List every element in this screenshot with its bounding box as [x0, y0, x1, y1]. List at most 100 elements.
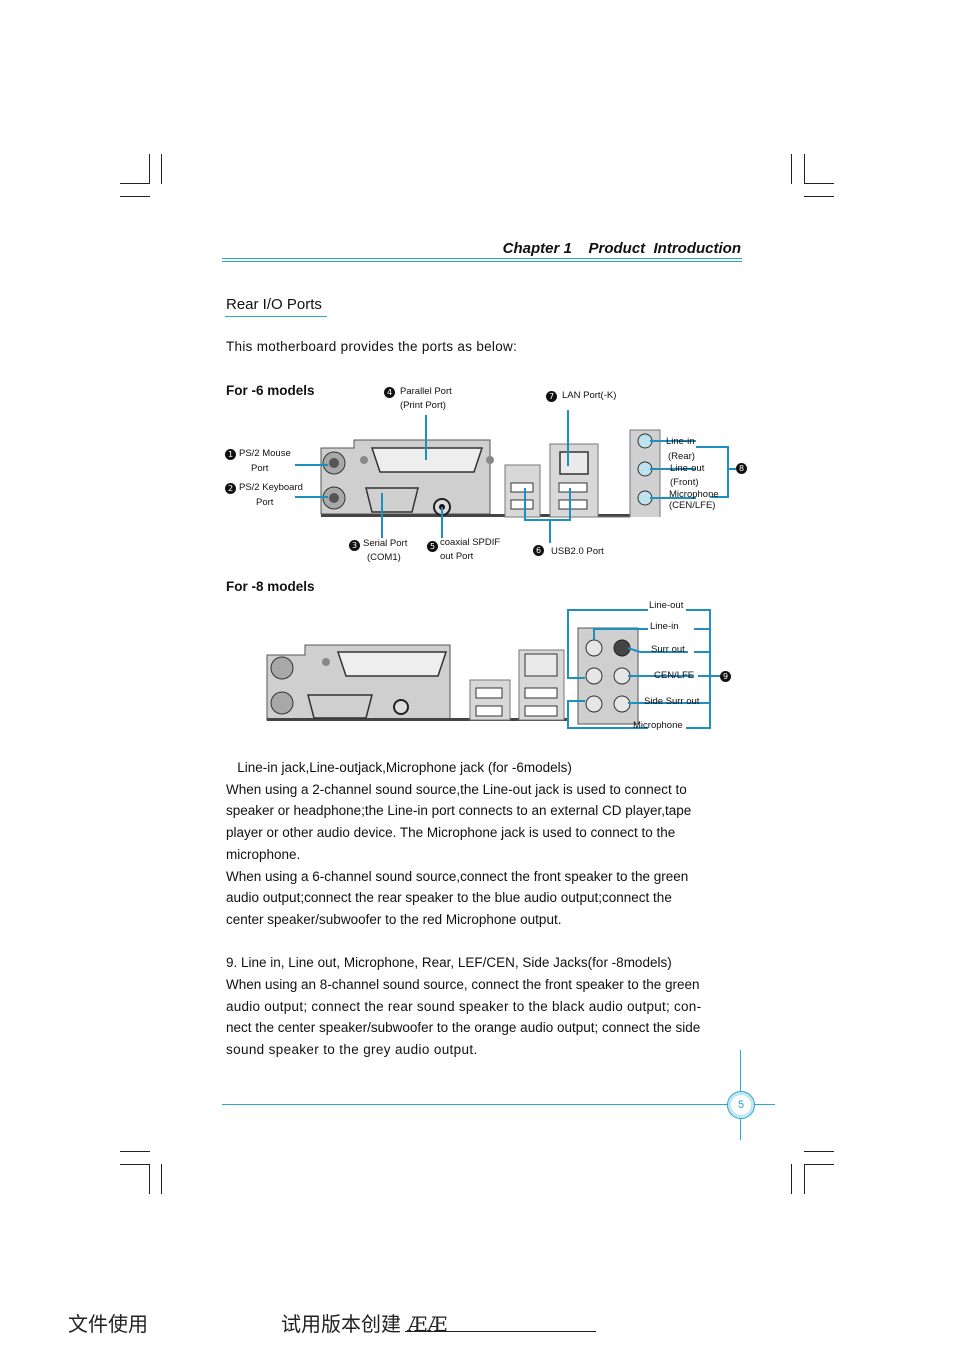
serial-port	[307, 694, 373, 719]
audio-jack	[637, 433, 653, 449]
crop-mark	[804, 196, 834, 197]
paragraph-title: 9. Line in, Line out, Microphone, Rear, …	[226, 955, 672, 971]
parallel-port-label: (Print Port)	[400, 400, 446, 411]
crop-mark	[120, 1164, 150, 1165]
crop-mark	[804, 154, 805, 184]
serial-port-label: Serial Port	[363, 538, 408, 549]
audio-label: Line-out	[649, 600, 684, 611]
lan-port	[559, 451, 589, 475]
serial-port	[365, 487, 419, 513]
callout-number: 5	[427, 541, 438, 552]
audio-jack	[585, 695, 603, 713]
usb-port	[475, 705, 503, 717]
ps2-mouse-label: Port	[251, 463, 269, 474]
audio-label: Surr out	[651, 644, 685, 655]
audio-label: Side Surr out	[644, 696, 700, 707]
callout-lines	[295, 410, 736, 543]
audio-label: Line-in	[650, 621, 679, 632]
usb-port	[558, 482, 588, 493]
audio-label: (Front)	[670, 477, 699, 488]
audio-label: Line-out	[670, 463, 705, 474]
audio-label: CEN/LFE	[654, 670, 695, 681]
crop-mark	[120, 196, 150, 197]
paragraph-line: microphone.	[226, 846, 301, 862]
crop-mark	[804, 1164, 834, 1165]
lan-port-label: LAN Port(-K)	[562, 390, 617, 401]
paragraph-line: audio output;connect the rear speaker to…	[226, 890, 672, 906]
callout-number: 6	[533, 545, 544, 556]
callout-number: 9	[720, 671, 731, 682]
paragraph-line: When using a 2-channel sound source,the …	[226, 781, 687, 797]
crop-mark	[149, 1164, 150, 1194]
lan-port	[524, 653, 558, 677]
header-rule	[222, 261, 742, 262]
usb-port-label: USB2.0 Port	[551, 546, 604, 557]
crop-mark	[149, 154, 150, 184]
audio-label: Microphone	[669, 489, 719, 500]
audio-label: Microphone	[633, 720, 683, 731]
body-text: Line-in jack,Line-outjack,Microphone jac…	[226, 757, 756, 1061]
callout-number: 4	[384, 387, 395, 398]
usb-port	[510, 482, 534, 493]
crop-mark	[791, 1164, 792, 1194]
audio-label: (CEN/LFE)	[669, 500, 716, 511]
footer-right-text: 试用版本创建 ÆÆ	[281, 1312, 448, 1336]
usb-port	[475, 687, 503, 699]
page-rule	[222, 1104, 775, 1105]
crop-mark	[161, 154, 162, 184]
crop-mark	[791, 154, 792, 184]
chapter-header: Chapter 1 Product Introduction	[502, 240, 741, 257]
paragraph-line: audio output; connect the rear sound spe…	[226, 998, 702, 1014]
crop-mark	[120, 183, 150, 184]
crop-mark	[804, 1151, 834, 1152]
serial-port-label: (COM1)	[367, 552, 401, 563]
spdif-label: coaxial SPDIF	[440, 537, 501, 548]
ps2-keyboard-label: Port	[256, 497, 274, 508]
rear-io-diagram-8	[266, 609, 720, 729]
spdif-label: out Port	[440, 551, 474, 562]
intro-text: This motherboard provides the ports as b…	[226, 339, 518, 354]
ps2-keyboard-label: PS/2 Keyboard	[239, 482, 303, 493]
audio-jack	[637, 490, 653, 506]
ps2-keyboard-port	[270, 691, 294, 715]
spdif-port	[393, 699, 409, 715]
audio-label: (Rear)	[668, 451, 695, 462]
footer-rule	[405, 1331, 596, 1332]
usb-port	[558, 499, 588, 510]
audio-jack	[585, 667, 603, 685]
usb-port	[524, 705, 558, 717]
crop-mark	[161, 1164, 162, 1194]
paragraph-line: player or other audio device. The Microp…	[226, 825, 676, 841]
audio-jack	[585, 639, 603, 657]
audio-jack	[613, 695, 631, 713]
callout-number: 1	[225, 449, 236, 460]
crop-mark	[804, 183, 834, 184]
paragraph-line: speaker or headphone;the Line-in port co…	[226, 803, 692, 819]
paragraph-line: When using a 6-channel sound source,conn…	[226, 868, 689, 884]
ps2-mouse-port	[270, 656, 294, 680]
callout-number: 8	[736, 463, 747, 474]
paragraph-title: Line-in jack,Line-outjack,Microphone jac…	[226, 760, 572, 775]
model-6-label: For -6 models	[226, 383, 315, 398]
audio-jack	[613, 639, 631, 657]
paragraph-line: When using an 8-channel sound source, co…	[226, 977, 700, 993]
ps2-mouse-label: PS/2 Mouse	[239, 448, 291, 459]
parallel-port-label: Parallel Port	[400, 386, 452, 397]
audio-jack	[613, 667, 631, 685]
model-8-label: For -8 models	[226, 579, 315, 594]
page-number: 5	[727, 1091, 755, 1119]
footer-left-text: 文件使用	[68, 1312, 148, 1336]
usb-port	[524, 687, 558, 699]
section-underline	[225, 316, 327, 317]
callout-lines	[567, 609, 720, 729]
rear-io-diagram-6	[295, 410, 736, 543]
crop-mark	[120, 1151, 150, 1152]
usb-port	[510, 499, 534, 510]
paragraph-line: sound speaker to the grey audio output.	[226, 1042, 478, 1058]
callout-number: 7	[546, 391, 557, 402]
parallel-port	[336, 651, 448, 677]
crop-mark	[804, 1164, 805, 1194]
paragraph-line: center speaker/subwoofer to the red Micr…	[226, 911, 562, 927]
paragraph-line: nect the center speaker/subwoofer to the…	[226, 1020, 701, 1036]
section-title: Rear I/O Ports	[226, 296, 322, 313]
